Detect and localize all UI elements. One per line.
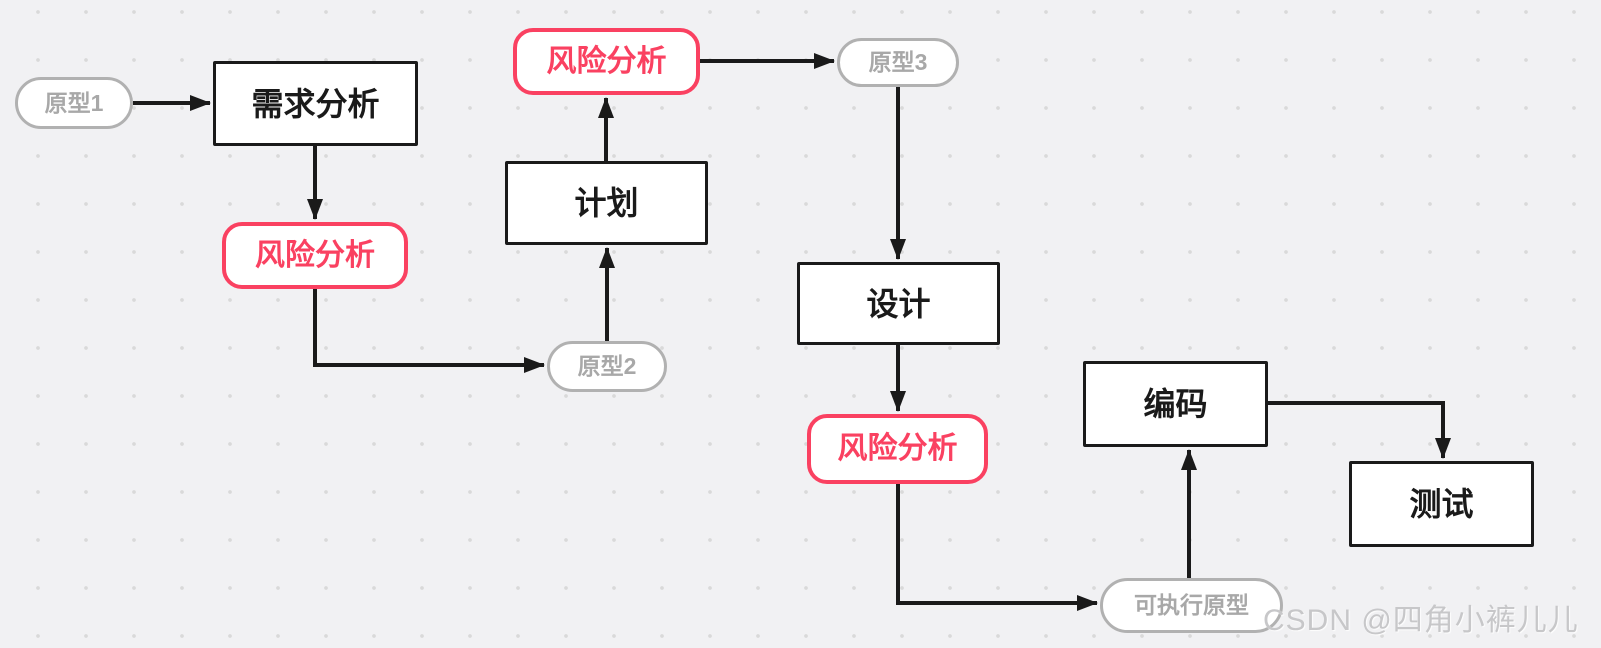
node-prototype-3: 原型3 — [837, 38, 959, 87]
node-prototype-1: 原型1 — [15, 77, 133, 129]
node-plan: 计划 — [505, 161, 708, 245]
node-label: 风险分析 — [255, 238, 375, 272]
node-executable-prototype: 可执行原型 — [1100, 578, 1283, 633]
node-label: 原型2 — [577, 353, 637, 379]
node-test: 测试 — [1349, 461, 1534, 547]
csdn-watermark: CSDN @四角小裤儿儿 — [1263, 604, 1579, 637]
node-label: 计划 — [574, 185, 639, 221]
connector-risk-analysis-bottom-to-executable-prototype — [896, 484, 1098, 611]
node-label: 测试 — [1409, 486, 1474, 522]
node-requirement-analysis: 需求分析 — [213, 61, 418, 146]
node-risk-analysis-top: 风险分析 — [513, 28, 700, 95]
node-label: 设计 — [866, 285, 931, 322]
node-risk-analysis-bottom: 风险分析 — [807, 414, 988, 484]
node-label: 需求分析 — [251, 85, 380, 122]
node-label: 风险分析 — [546, 44, 667, 78]
node-label: 编码 — [1143, 386, 1208, 422]
node-label: 原型3 — [868, 49, 928, 75]
node-risk-analysis-left: 风险分析 — [222, 222, 408, 289]
node-label: 原型1 — [44, 89, 104, 116]
node-label: 风险分析 — [837, 432, 958, 465]
node-design: 设计 — [797, 262, 1000, 345]
connector-risk-analysis-left-to-prototype-2 — [313, 289, 545, 373]
node-prototype-2: 原型2 — [547, 341, 667, 392]
connector-coding-to-test — [1268, 401, 1451, 459]
node-label: 可执行原型 — [1134, 592, 1249, 618]
node-coding: 编码 — [1083, 361, 1268, 447]
